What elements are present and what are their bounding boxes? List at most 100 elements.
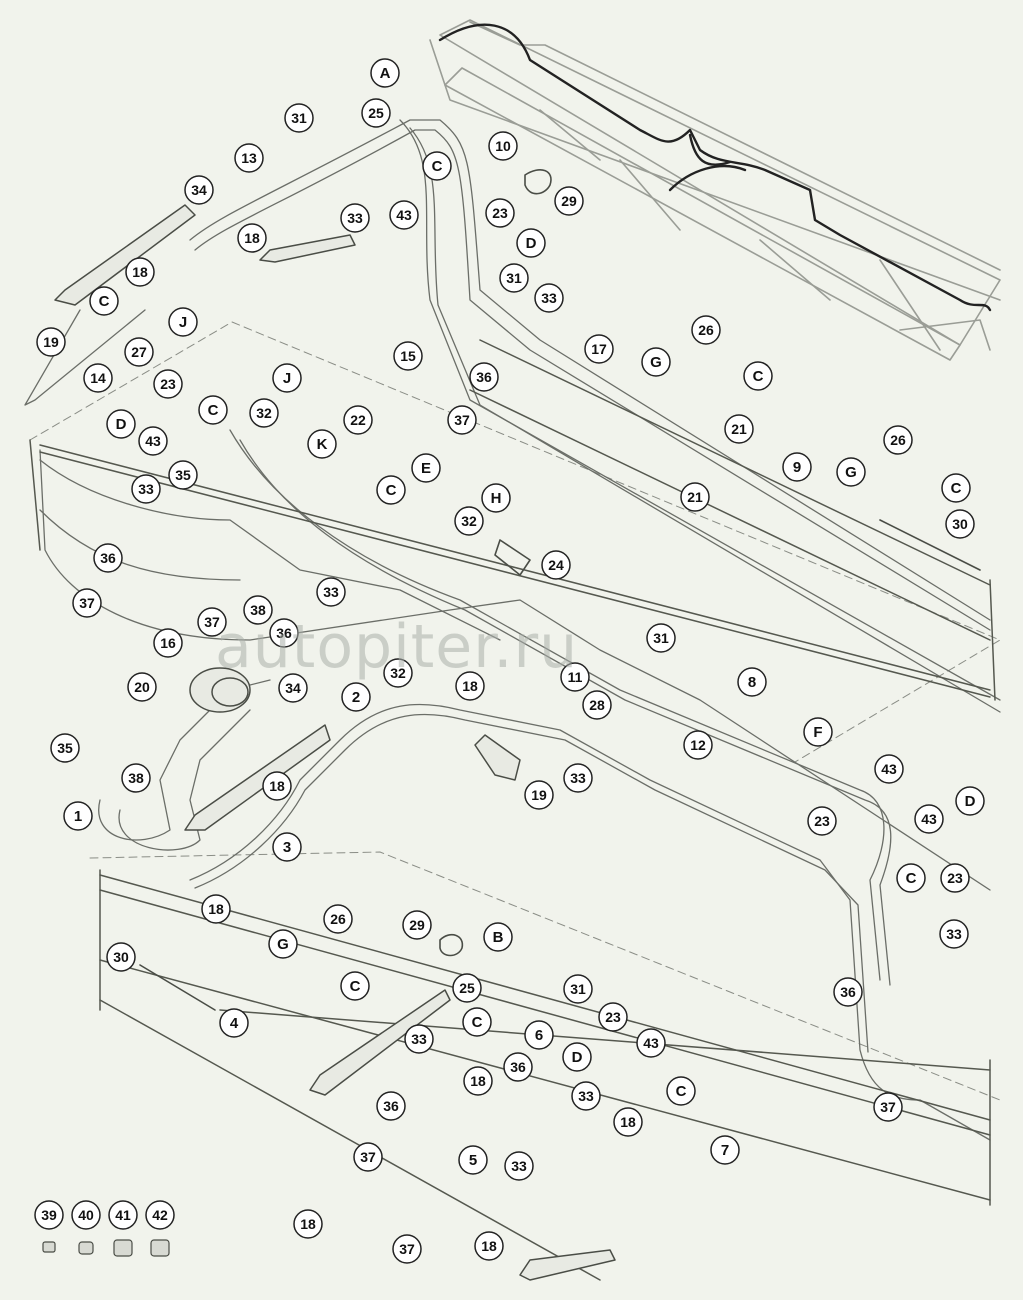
callout-label: 43 <box>643 1035 659 1051</box>
callout-C: C <box>89 286 119 316</box>
callout-label: C <box>432 158 443 175</box>
callout-circle <box>833 977 863 1007</box>
callout-circle <box>234 143 264 173</box>
callout-label: 33 <box>323 584 339 600</box>
callout-circle <box>63 801 93 831</box>
callout-36: 36 <box>269 618 299 648</box>
callout-label: 17 <box>591 341 607 357</box>
callout-18: 18 <box>201 894 231 924</box>
callout-circle <box>389 200 419 230</box>
callout-29: 29 <box>554 186 584 216</box>
callout-circle <box>249 398 279 428</box>
callout-label: C <box>350 978 361 995</box>
callout-label: 43 <box>881 761 897 777</box>
callout-label: C <box>472 1014 483 1031</box>
callout-circle <box>541 550 571 580</box>
callout-label: 35 <box>57 740 73 756</box>
callout-5: 5 <box>458 1145 488 1175</box>
callout-circle <box>710 1135 740 1165</box>
callout-label: 36 <box>510 1059 526 1075</box>
callout-circle <box>284 103 314 133</box>
callout-26: 26 <box>883 425 913 455</box>
callout-36: 36 <box>376 1091 406 1121</box>
callout-label: 37 <box>399 1241 415 1257</box>
callout-circle <box>272 832 302 862</box>
callout-34: 34 <box>184 175 214 205</box>
callout-label: G <box>277 936 289 953</box>
callout-label: 36 <box>100 550 116 566</box>
callout-36: 36 <box>833 977 863 1007</box>
callout-circle <box>93 543 123 573</box>
callout-circle <box>571 1081 601 1111</box>
callout-circle <box>452 973 482 1003</box>
callout-circle <box>807 806 837 836</box>
callout-label: F <box>813 724 822 741</box>
callout-label: D <box>572 1049 583 1066</box>
callout-label: 40 <box>78 1207 94 1223</box>
callout-label: 36 <box>840 984 856 1000</box>
callout-label: 33 <box>511 1158 527 1174</box>
callout-circle <box>353 1142 383 1172</box>
callout-circle <box>131 474 161 504</box>
callout-circle <box>503 1052 533 1082</box>
callout-circle <box>945 509 975 539</box>
callout-circle <box>323 904 353 934</box>
callout-circle <box>393 341 423 371</box>
callout-33: 33 <box>504 1151 534 1181</box>
callout-G: G <box>641 347 671 377</box>
callout-24: 24 <box>541 550 571 580</box>
callout-circle <box>562 1042 592 1072</box>
callout-H: H <box>481 483 511 513</box>
callout-43: 43 <box>874 754 904 784</box>
steel-tubes <box>29 339 996 1281</box>
callout-label: 23 <box>492 205 508 221</box>
callout-circle <box>563 763 593 793</box>
callout-18: 18 <box>262 771 292 801</box>
callout-label: 11 <box>568 669 583 685</box>
callout-33: 33 <box>340 203 370 233</box>
callout-label: 18 <box>462 678 478 694</box>
callout-circle <box>272 363 302 393</box>
callout-circle <box>138 426 168 456</box>
callout-F: F <box>803 717 833 747</box>
callout-label: 35 <box>175 467 191 483</box>
callout-circle <box>153 369 183 399</box>
callout-label: 37 <box>454 412 470 428</box>
callout-43: 43 <box>636 1028 666 1058</box>
callout-label: C <box>676 1083 687 1100</box>
callout-circle <box>941 473 971 503</box>
callout-D: D <box>562 1042 592 1072</box>
callout-37: 37 <box>392 1234 422 1264</box>
rings-and-clamps <box>139 169 981 1011</box>
callout-label: 26 <box>330 911 346 927</box>
callout-26: 26 <box>691 315 721 345</box>
callout-circle <box>940 863 970 893</box>
callout-circle <box>127 672 157 702</box>
callout-label: 16 <box>160 635 176 651</box>
callout-label: 18 <box>208 901 224 917</box>
callout-8: 8 <box>737 667 767 697</box>
callout-circle <box>488 131 518 161</box>
callout-17: 17 <box>584 334 614 364</box>
callout-label: 32 <box>256 405 272 421</box>
callout-label: 29 <box>409 917 425 933</box>
callout-10: 10 <box>488 131 518 161</box>
callout-C: C <box>666 1076 696 1106</box>
callout-label: C <box>753 368 764 385</box>
callout-circle <box>874 754 904 784</box>
callout-circle <box>469 362 499 392</box>
callout-circle <box>262 771 292 801</box>
hydraulic-cylinders <box>54 204 616 1281</box>
callout-G: G <box>836 457 866 487</box>
callout-label: 41 <box>115 1207 131 1223</box>
callout-35: 35 <box>168 460 198 490</box>
callout-circle <box>125 257 155 287</box>
callout-label: 23 <box>814 813 830 829</box>
callout-C: C <box>462 1007 492 1037</box>
callout-38: 38 <box>243 595 273 625</box>
callout-33: 33 <box>939 919 969 949</box>
callout-31: 31 <box>284 103 314 133</box>
callout-circle <box>582 690 612 720</box>
callout-circle <box>641 347 671 377</box>
callout-C: C <box>941 473 971 503</box>
